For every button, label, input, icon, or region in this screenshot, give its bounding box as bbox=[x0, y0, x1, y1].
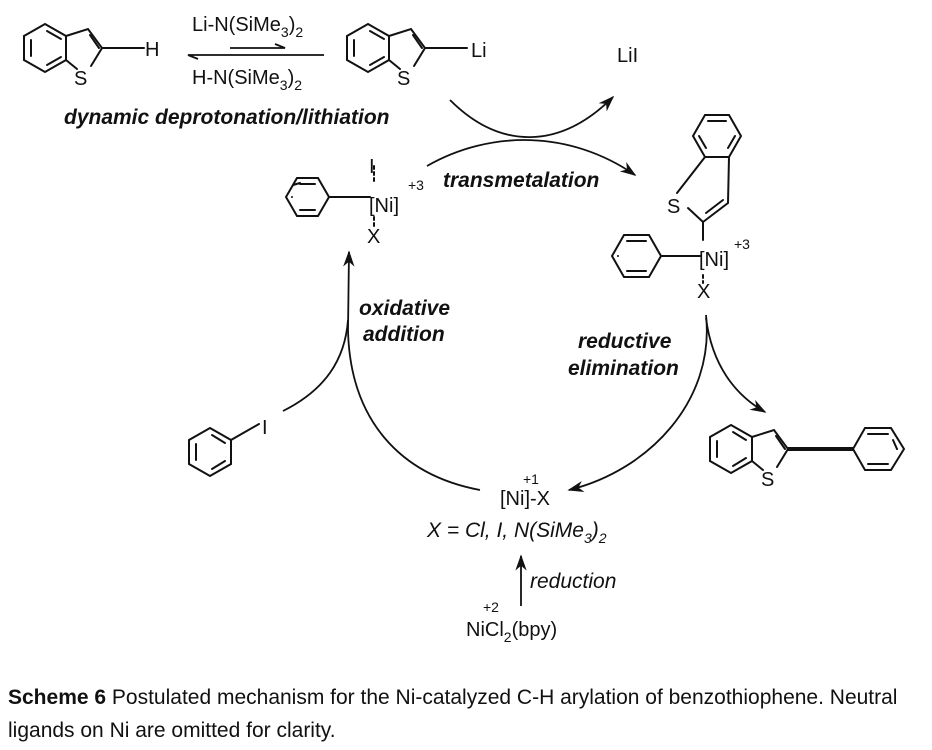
forward-half-arrow bbox=[230, 43, 286, 49]
nickel-iii-aryl-complex: S [Ni] +3 X bbox=[610, 114, 750, 303]
forward-reagent-label: Li-N(SiMe3)2 bbox=[192, 14, 303, 40]
iodine-atom-label: I bbox=[369, 156, 375, 178]
x-definition: X = Cl, I, N(SiMe3)2 bbox=[426, 519, 607, 546]
iodobenzene-structure: I bbox=[188, 417, 268, 478]
reaction-scheme: S H Li-N(SiMe3)2 H-N(SiMe3)2 dynamic dep… bbox=[23, 14, 906, 645]
transmetalation-arrow-to-lii bbox=[449, 95, 615, 138]
caption-text: Postulated mechanism for the Ni-catalyze… bbox=[8, 686, 898, 742]
sulfur-atom-label: S bbox=[397, 68, 410, 90]
oxidation-state-label: +3 bbox=[734, 236, 750, 252]
step-label-lithiation: dynamic deprotonation/lithiation bbox=[64, 106, 390, 129]
transmetalation-arrow-to-complex bbox=[426, 139, 637, 176]
nickel-label: [Ni] bbox=[699, 249, 729, 271]
precatalyst: +2 NiCl2(bpy) bbox=[466, 599, 557, 645]
aryl-iodide-incoming-arrow bbox=[282, 319, 349, 412]
byproduct-lii: LiI bbox=[617, 45, 638, 67]
sulfur-atom-label: S bbox=[74, 68, 87, 90]
hydrogen-atom-label: H bbox=[145, 39, 159, 61]
lithiobenzothiophene-structure: S Li bbox=[346, 22, 487, 90]
product-release-arrow bbox=[705, 317, 767, 413]
lithium-atom-label: Li bbox=[471, 40, 487, 62]
benzothiophene-structure: S H bbox=[23, 22, 159, 90]
nickel-i-formula: [Ni]-X bbox=[500, 488, 550, 510]
reductive-elimination-arrow bbox=[567, 314, 708, 492]
step-label-oxidative-2: addition bbox=[363, 323, 445, 346]
oxidative-addition-arrow bbox=[343, 250, 481, 491]
reverse-half-arrow bbox=[187, 54, 324, 60]
x-ligand-label: X bbox=[367, 226, 380, 248]
phenylbenzothiophene-product: S bbox=[709, 423, 906, 491]
step-label-reduction: reduction bbox=[530, 570, 616, 593]
step-label-reductive-1: reductive bbox=[578, 330, 672, 353]
oxidation-state-label: +3 bbox=[408, 177, 424, 193]
step-label-transmetalation: transmetalation bbox=[443, 169, 599, 192]
x-ligand-label: X bbox=[697, 281, 710, 303]
figure-caption: Scheme 6 Postulated mechanism for the Ni… bbox=[8, 681, 928, 747]
equilibrium-arrows: Li-N(SiMe3)2 H-N(SiMe3)2 bbox=[187, 14, 324, 93]
sulfur-atom-label: S bbox=[761, 469, 774, 491]
nickel-iii-iodide-complex: I [Ni] +3 X bbox=[284, 156, 424, 248]
oxidation-state-label: +2 bbox=[483, 599, 499, 615]
oxidation-state-label: +1 bbox=[523, 471, 539, 487]
nickel-i-species: +1 [Ni]-X X = Cl, I, N(SiMe3)2 bbox=[426, 471, 607, 546]
nickel-label: [Ni] bbox=[369, 195, 399, 217]
step-label-reductive-2: elimination bbox=[568, 357, 679, 380]
reverse-reagent-label: H-N(SiMe3)2 bbox=[192, 67, 302, 93]
precatalyst-formula: NiCl2(bpy) bbox=[466, 619, 557, 645]
caption-label: Scheme 6 bbox=[8, 686, 107, 709]
sulfur-atom-label: S bbox=[667, 196, 680, 218]
iodine-atom-label: I bbox=[262, 417, 268, 439]
step-label-oxidative-1: oxidative bbox=[359, 297, 450, 320]
